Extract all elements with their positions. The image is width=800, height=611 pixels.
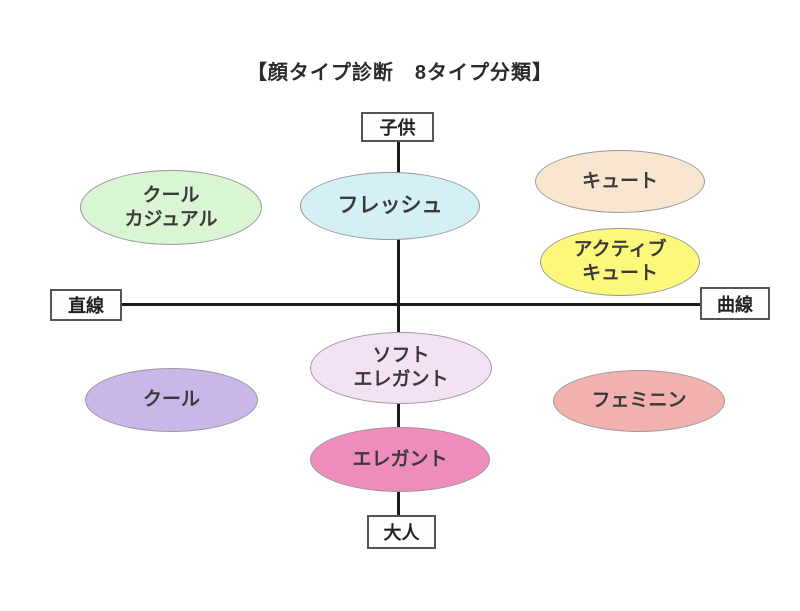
axis-label-straight: 直線 [50, 289, 122, 321]
ellipse-soft-elegant: ソフト エレガント [310, 332, 492, 404]
ellipse-elegant: エレガント [310, 427, 490, 492]
horizontal-axis-line [121, 303, 701, 306]
vertical-axis-line [397, 140, 400, 516]
ellipse-cool-casual: クール カジュアル [80, 170, 262, 245]
ellipse-active-cute: アクティブ キュート [540, 228, 700, 296]
axis-label-child: 子供 [361, 112, 434, 142]
axis-label-curved: 曲線 [700, 287, 770, 320]
ellipse-feminine: フェミニン [553, 370, 725, 432]
ellipse-cute: キュート [535, 150, 705, 213]
ellipse-cool: クール [85, 368, 258, 432]
diagram-title: 【顔タイプ診断 8タイプ分類】 [246, 62, 554, 84]
axis-label-adult: 大人 [367, 515, 436, 549]
ellipse-fresh: フレッシュ [300, 172, 480, 240]
